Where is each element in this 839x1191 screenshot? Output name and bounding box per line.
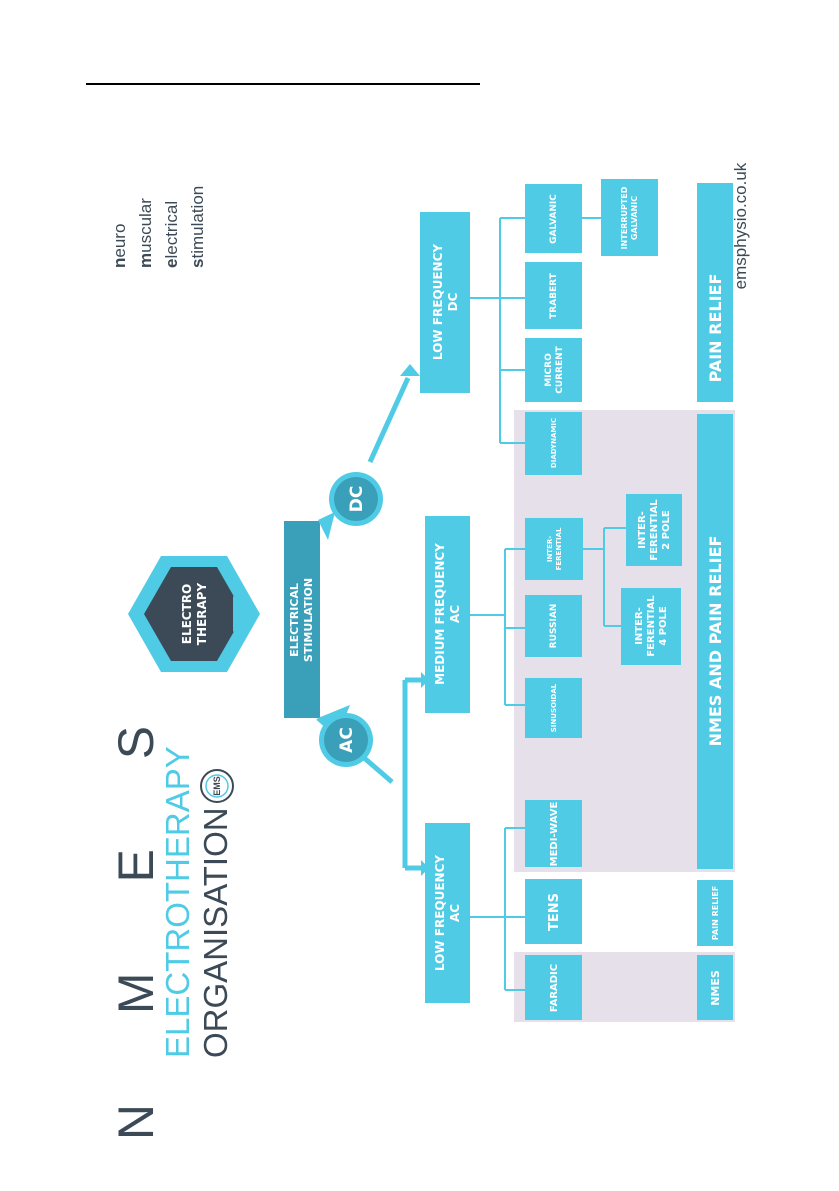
galvanic-label: GALVANIC: [549, 194, 559, 244]
acronym-line-4: stimulation: [188, 186, 207, 268]
header-rule: [86, 83, 480, 85]
brand-electrotherapy: ELECTROTHERAPY: [159, 746, 196, 1058]
trabert-label: TRABERT: [549, 272, 559, 319]
sinusoidal-label: SINUSOIDAL: [550, 683, 558, 732]
nmes-and-pain-relief-bar: NMES AND PAIN RELIEF: [697, 414, 733, 869]
pain-relief-big-bar: PAIN RELIEF: [697, 183, 733, 402]
ems-logo-text: EMS: [212, 776, 222, 796]
dc-label: DC: [347, 486, 367, 513]
faradic-box: FARADIC: [525, 955, 582, 1020]
mf-ac-label-2: AC: [448, 605, 462, 623]
electrotherapy-root: ELECTRO THERAPY: [128, 556, 260, 672]
pain-relief-small-box: PAIN RELIEF: [697, 880, 733, 946]
interrupted-galvanic-label-1: INTERRUPTED: [620, 186, 629, 249]
russian-label: RUSSIAN: [549, 604, 559, 649]
pain-relief-small-label: PAIN RELIEF: [711, 886, 720, 940]
interferential-label-2: FERENTIAL: [555, 527, 563, 570]
interrupted-galvanic-label-2: GALVANIC: [630, 196, 639, 240]
ac-branch-node: AC: [318, 705, 373, 767]
diadynamic-box: DIADYNAMIC: [525, 412, 582, 475]
medi-wave-box: MEDI-WAVE: [525, 800, 582, 867]
dc-branch-node: DC: [318, 472, 383, 540]
galvanic-box: GALVANIC: [525, 184, 582, 253]
stimulation-label-1: ELECTRICAL: [288, 583, 301, 657]
nmes-and-pain-relief-label: NMES AND PAIN RELIEF: [706, 536, 725, 747]
ac-label: AC: [337, 727, 357, 753]
low-frequency-ac-box: LOW FREQUENCY AC: [425, 823, 470, 1003]
medi-wave-label: MEDI-WAVE: [549, 801, 560, 866]
root-label-1: ELECTRO: [180, 584, 194, 644]
nmes-use-label: NMES: [709, 970, 722, 1006]
interferential-box: INTER- FERENTIAL: [525, 518, 583, 580]
brand-organisation: ORGANISATION: [197, 807, 234, 1058]
micro-current-label-2: CURRENT: [555, 345, 565, 393]
if2-label-3: 2 POLE: [661, 510, 672, 550]
acronym-line-2: muscular: [136, 198, 155, 268]
if2-label-2: FERENTIAL: [649, 499, 660, 561]
website-url: emsphysio.co.uk: [731, 162, 750, 289]
connector-lines: [316, 217, 626, 991]
brand-letters: N M E S: [108, 688, 164, 1140]
micro-current-label-1: MICRO: [544, 353, 554, 387]
acronym-block: neuro muscular electrical stimulation: [110, 186, 207, 268]
russian-box: RUSSIAN: [525, 595, 582, 657]
if4-label-1: INTER-: [634, 607, 645, 645]
acronym-line-1: neuro: [110, 224, 129, 268]
lf-dc-label-1: LOW FREQUENCY: [431, 244, 445, 360]
trabert-box: TRABERT: [525, 262, 582, 329]
tens-label: TENS: [547, 893, 562, 931]
interrupted-galvanic-box: INTERRUPTED GALVANIC: [601, 179, 658, 256]
lf-ac-label-2: AC: [448, 904, 462, 922]
inner-hexagon: [144, 567, 244, 661]
faradic-label: FARADIC: [549, 964, 560, 1012]
interferential-label-1: INTER-: [546, 536, 554, 562]
if2-label-1: INTER-: [637, 511, 648, 549]
if4-label-2: FERENTIAL: [646, 595, 657, 657]
interferential-2-pole-box: INTER- FERENTIAL 2 POLE: [626, 494, 682, 566]
nmes-brand-block: N M E S ELECTROTHERAPY ORGANISATION EMS: [108, 688, 234, 1140]
electrical-stimulation-box: ELECTRICAL STIMULATION: [284, 521, 320, 718]
nmes-use-box: NMES: [697, 955, 733, 1020]
tens-box: TENS: [525, 879, 582, 944]
pain-relief-big-label: PAIN RELIEF: [706, 274, 725, 383]
acronym-line-3: electrical: [162, 201, 181, 268]
root-pointer: [233, 596, 258, 632]
lf-dc-label-2: DC: [446, 292, 460, 311]
low-frequency-dc-box: LOW FREQUENCY DC: [420, 212, 470, 393]
stimulation-label-2: STIMULATION: [302, 578, 315, 662]
lf-ac-label-1: LOW FREQUENCY: [433, 855, 447, 971]
root-label-2: THERAPY: [195, 582, 209, 645]
ems-logo: EMS: [200, 769, 234, 803]
mf-ac-label-1: MEDIUM FREQUENCY: [433, 543, 447, 685]
diadynamic-label: DIADYNAMIC: [550, 418, 558, 468]
medium-frequency-ac-box: MEDIUM FREQUENCY AC: [425, 516, 470, 713]
sinusoidal-box: SINUSOIDAL: [525, 678, 582, 738]
if4-label-3: 4 POLE: [658, 606, 669, 646]
micro-current-box: MICRO CURRENT: [525, 338, 582, 402]
interferential-4-pole-box: INTER- FERENTIAL 4 POLE: [621, 588, 681, 665]
